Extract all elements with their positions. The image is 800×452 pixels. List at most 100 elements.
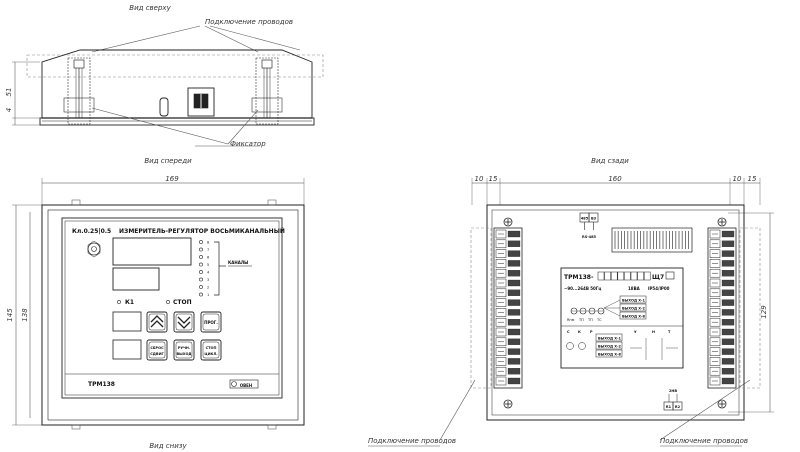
- svg-text:ВЫХОД Х-1: ВЫХОД Х-1: [622, 299, 645, 303]
- svg-text:ВЫХОД Х-2: ВЫХОД Х-2: [622, 307, 645, 311]
- terminal-screw: [495, 357, 507, 366]
- terminal-screw: [495, 317, 507, 327]
- right-clamp: [251, 57, 283, 125]
- chevron-down-icon: [177, 316, 191, 324]
- terminal-screw: [495, 376, 507, 386]
- terminal-screw: [495, 268, 507, 278]
- channel-led: [199, 270, 203, 274]
- k1-label: К1: [125, 299, 134, 306]
- front-title: ИЗМЕРИТЕЛЬ-РЕГУЛЯТОР ВОСЬМИКАНАЛЬНЫЙ: [119, 227, 285, 235]
- terminal-screw: [709, 366, 721, 376]
- terminal-screw: [495, 298, 507, 307]
- dim-back-height: 129: [760, 305, 768, 319]
- terminal-screw: [709, 298, 721, 307]
- svg-text:ТП: ТП: [578, 318, 584, 322]
- front-model: ТРМ138: [88, 381, 115, 388]
- channel-led: [199, 292, 203, 297]
- channel-number: 1: [207, 293, 209, 297]
- terminal-screw: [709, 229, 721, 239]
- terminal-screw: [495, 327, 507, 337]
- clamp-callout: Фиксатор: [230, 140, 266, 148]
- svg-text:ТП: ТП: [587, 318, 593, 322]
- down-button[interactable]: [173, 311, 195, 333]
- svg-text:ТРМ138-: ТРМ138-: [564, 274, 594, 281]
- top-view: Вид сверху Подключение проводов: [5, 4, 324, 148]
- svg-text:IP54/IP00: IP54/IP00: [648, 286, 670, 291]
- top-connector-2: [187, 87, 215, 117]
- brand-logo: ОВЕН: [229, 379, 259, 389]
- prog-button[interactable]: ПРОГ.: [200, 311, 222, 333]
- channel-led: [199, 277, 203, 282]
- svg-text:ВЫХОД Х-8: ВЫХОД Х-8: [622, 315, 645, 319]
- svg-text:ВЫХОД Х-1: ВЫХОД Х-1: [598, 337, 621, 341]
- terminal-screw: [495, 366, 507, 376]
- svg-text:Т: Т: [668, 330, 671, 334]
- terminal-screw: [709, 249, 721, 258]
- terminal-screw: [495, 249, 507, 258]
- channel-number: 5: [207, 263, 209, 267]
- adjust-knob-icon: [87, 240, 101, 258]
- back-view: Вид сзади 10 15 160 10 15 129: [368, 157, 774, 447]
- svg-text:R2: R2: [675, 405, 681, 409]
- svg-text:18ВА: 18ВА: [628, 286, 641, 291]
- chevron-up-icon: [150, 315, 164, 323]
- screw-icon: [503, 217, 727, 409]
- terminal-screw: [709, 278, 721, 288]
- dim-back-left-a: 10: [475, 175, 484, 183]
- terminal-screw: [709, 337, 721, 347]
- dim-back-width: 160: [608, 175, 622, 183]
- channel-led: [199, 285, 203, 289]
- terminal-screw: [709, 317, 721, 327]
- stop-cycle-button[interactable]: СТОП ЦИКЛ.: [200, 339, 222, 361]
- svg-text:СТОП: СТОП: [206, 346, 217, 350]
- terminal-screw: [495, 259, 507, 268]
- terminal-screw: [495, 308, 507, 317]
- bottom-terminals: 2НВ R1 R2: [663, 389, 683, 411]
- terminal-screw: [495, 278, 507, 288]
- rating-plate: ТРМ138- Щ7 ~90...264В 50Гц 18ВА IP54/IP0…: [560, 267, 684, 369]
- dim-back-left-b: 15: [489, 175, 498, 183]
- terminal-screw: [495, 347, 507, 356]
- svg-text:СДВИГ: СДВИГ: [150, 352, 164, 356]
- terminal-block-right: [707, 227, 737, 389]
- svg-text:RS-485: RS-485: [582, 235, 597, 239]
- svg-text:ТС: ТС: [596, 318, 602, 322]
- dim-front-width: 169: [165, 175, 179, 183]
- terminal-screw: [495, 229, 507, 239]
- up-button[interactable]: [146, 311, 168, 333]
- svg-text:ВЫХОД Х-8: ВЫХОД Х-8: [598, 353, 621, 357]
- svg-text:Р: Р: [590, 330, 593, 334]
- front-view-title: Вид спереди: [144, 157, 192, 165]
- top-connector-1: [159, 97, 169, 117]
- svg-text:R1: R1: [666, 405, 672, 409]
- dim-back-right-a: 10: [733, 175, 742, 183]
- channel-led: [199, 247, 203, 252]
- vent-grille: [614, 231, 689, 249]
- stop-label: СТОП: [173, 299, 192, 306]
- channel-number: 7: [207, 248, 209, 252]
- dim-back-right-b: 15: [748, 175, 757, 183]
- dim-top-height: 51: [5, 88, 13, 97]
- terminal-screw: [495, 288, 507, 298]
- terminal-screw: [495, 239, 507, 249]
- top-view-title: Вид сверху: [129, 4, 171, 12]
- stop-led: [166, 300, 170, 304]
- terminal-screw: [709, 376, 721, 386]
- terminal-screw: [709, 357, 721, 366]
- channel-led: [199, 262, 203, 267]
- display-lower: [112, 267, 160, 291]
- channel-number: 2: [207, 286, 209, 290]
- svg-text:ПРОГ.: ПРОГ.: [204, 320, 218, 325]
- reset-shift-button[interactable]: СБРОС СДВИГ: [146, 339, 168, 361]
- front-view: Вид спереди 169 145 138 Кл.0.25|0.5 ИЗМЕ…: [6, 157, 305, 450]
- manual-exit-button[interactable]: РУЧН. ВЫХОД: [173, 339, 195, 361]
- rs485-connector: 485 В3 RS-485: [579, 212, 599, 239]
- terminal-screw: [709, 308, 721, 317]
- svg-text:ЦИКЛ.: ЦИКЛ.: [204, 352, 217, 356]
- svg-text:У: У: [634, 330, 637, 334]
- dim-top-offset: 4: [5, 108, 13, 112]
- terminal-screw: [709, 327, 721, 337]
- svg-text:С: С: [567, 330, 570, 334]
- wires-callout-top: Подключение проводов: [205, 18, 293, 26]
